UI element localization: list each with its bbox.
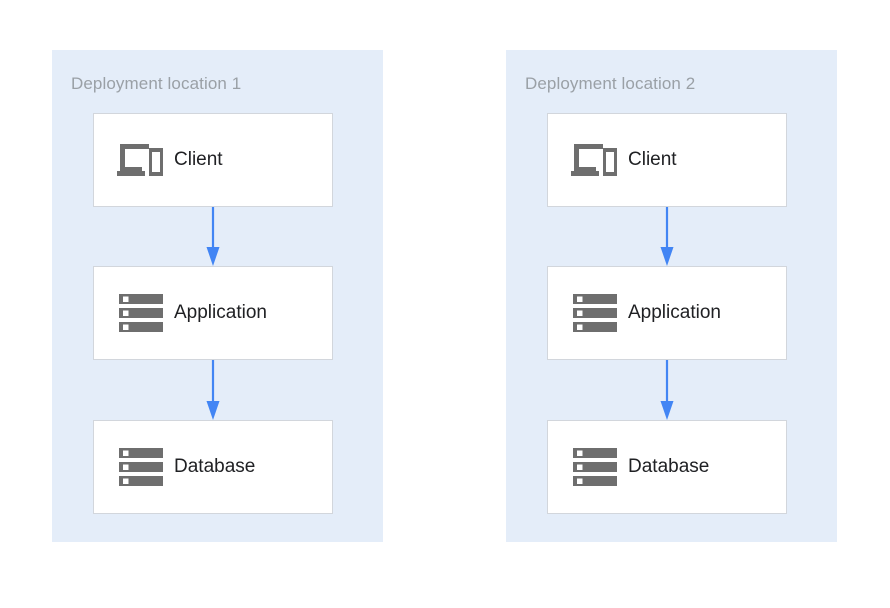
- node-application[interactable]: Application: [547, 266, 787, 360]
- node-label: Application: [628, 302, 721, 323]
- node-database[interactable]: Database: [93, 420, 333, 514]
- node-client[interactable]: Client: [547, 113, 787, 207]
- deployment-location-panel: Deployment location 2 Client: [506, 50, 837, 542]
- arrow-application-to-database: [206, 360, 220, 421]
- node-label: Client: [628, 149, 677, 170]
- arrow-client-to-application: [660, 207, 674, 267]
- arrow-client-to-application: [206, 207, 220, 267]
- node-database[interactable]: Database: [547, 420, 787, 514]
- arrow-application-to-database: [660, 360, 674, 421]
- server-icon: [568, 440, 622, 494]
- devices-icon: [114, 133, 168, 187]
- server-icon: [568, 286, 622, 340]
- node-label: Client: [174, 149, 223, 170]
- server-icon: [114, 286, 168, 340]
- deployment-location-panel: Deployment location 1 Client: [52, 50, 383, 542]
- devices-icon: [568, 133, 622, 187]
- panel-label: Deployment location 1: [71, 74, 242, 93]
- node-label: Database: [174, 456, 256, 477]
- node-label: Application: [174, 302, 267, 323]
- panel-label: Deployment location 2: [525, 74, 696, 93]
- node-label: Database: [628, 456, 710, 477]
- node-application[interactable]: Application: [93, 266, 333, 360]
- server-icon: [114, 440, 168, 494]
- node-client[interactable]: Client: [93, 113, 333, 207]
